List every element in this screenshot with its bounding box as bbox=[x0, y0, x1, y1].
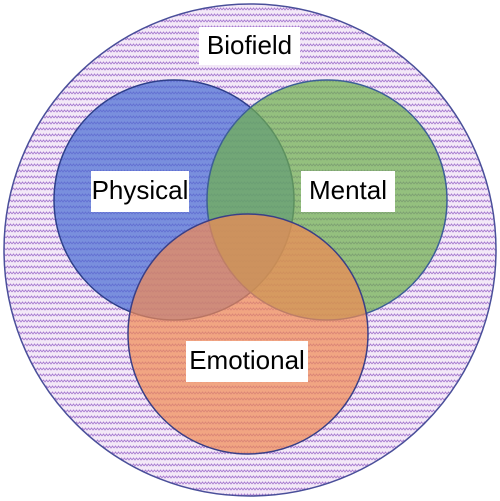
svg-text:Emotional: Emotional bbox=[189, 345, 305, 375]
emotional-circle bbox=[127, 213, 369, 455]
svg-text:Physical: Physical bbox=[92, 175, 189, 205]
biofield-label: Biofield bbox=[199, 27, 300, 65]
svg-text:Biofield: Biofield bbox=[207, 30, 292, 60]
mental-label: Mental bbox=[301, 171, 395, 212]
svg-text:Mental: Mental bbox=[309, 175, 387, 205]
physical-label: Physical bbox=[91, 171, 189, 212]
emotional-label: Emotional bbox=[186, 341, 308, 382]
